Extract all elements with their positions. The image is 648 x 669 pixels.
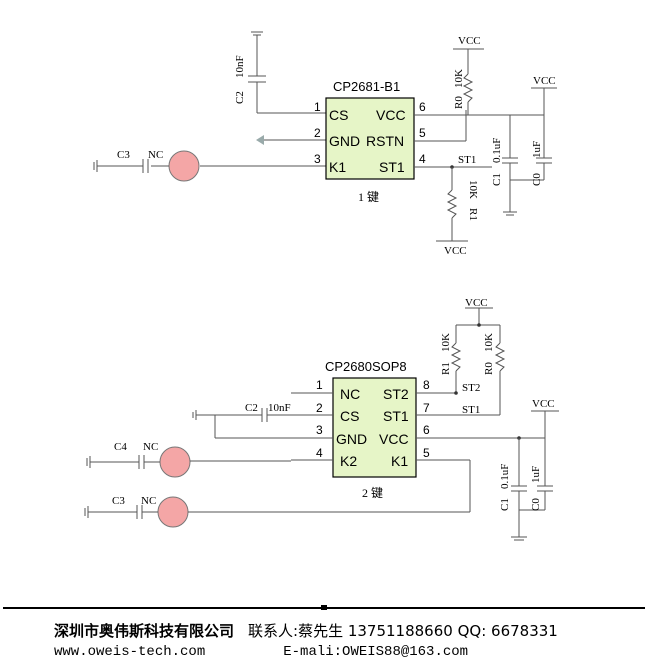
- c1-label-2: C1: [499, 498, 511, 511]
- vcc-right: VCC: [533, 75, 556, 87]
- pin-num: 5: [419, 126, 426, 140]
- pin-name: GND: [336, 431, 367, 447]
- c2-value-2: 10nF: [268, 402, 291, 414]
- c3-label-2: C3: [112, 495, 125, 507]
- touch-pad-k2: [159, 446, 191, 478]
- vcc-r0: VCC: [458, 35, 481, 47]
- vcc-r1: VCC: [444, 245, 467, 257]
- pin-num: 2: [314, 126, 321, 140]
- c3-value: NC: [148, 149, 163, 161]
- st2-net: ST2: [462, 382, 480, 394]
- c2-label-2: C2: [245, 402, 258, 414]
- pin-name: CS: [329, 107, 348, 123]
- c1-value: 0.1uF: [491, 138, 503, 163]
- pin-name: RSTN: [366, 133, 404, 149]
- st1-net: ST1: [458, 154, 476, 166]
- ic-cp2680: [332, 377, 417, 478]
- ic-title-1: CP2681-B1: [333, 79, 400, 94]
- c0-value-2: 1uF: [530, 466, 542, 483]
- c4-value: NC: [143, 441, 158, 453]
- c1-value-2: 0.1uF: [499, 464, 511, 489]
- c3-value-2: NC: [141, 495, 156, 507]
- circuit-2: CP2680SOP8 1 2 3 4 NC CS GND K2 8 7 6 5 …: [84, 297, 559, 541]
- pin-name: CS: [340, 408, 359, 424]
- caption-2: 2 键: [362, 486, 383, 500]
- pin-name: ST2: [383, 386, 409, 402]
- divider-mark: [321, 605, 327, 610]
- c4-label: C4: [114, 441, 127, 453]
- vcc-top: VCC: [465, 297, 488, 309]
- r0-value-2: 10K: [483, 333, 495, 352]
- ic-cp2681: [325, 97, 415, 180]
- pin-num: 3: [316, 423, 323, 437]
- pin-name: NC: [340, 386, 360, 402]
- pin-num: 7: [423, 401, 430, 415]
- r1-label-2: R1: [440, 362, 452, 375]
- pin-num: 2: [316, 401, 323, 415]
- pin-name: ST1: [379, 159, 405, 175]
- pin-name: K1: [329, 159, 346, 175]
- pin-name: K2: [340, 453, 357, 469]
- ground-arrow-icon: [256, 135, 264, 145]
- pin-num: 3: [314, 152, 321, 166]
- touch-pad-k1: [168, 150, 200, 182]
- contact-info: 联系人:蔡先生 13751188660 QQ: 6678331: [248, 622, 558, 640]
- website: www.oweis-tech.com: [54, 644, 206, 660]
- c0-label-2: C0: [530, 498, 542, 511]
- caption-1: 1 键: [358, 190, 379, 204]
- pin-num: 8: [423, 378, 430, 392]
- r0-value: 10K: [453, 69, 465, 88]
- pin-name: K1: [391, 453, 408, 469]
- r0-label-2: R0: [483, 362, 495, 375]
- c0-value: 1uF: [531, 141, 543, 158]
- pin-name: GND: [329, 133, 360, 149]
- r1-label: R1: [467, 208, 479, 221]
- pin-num: 4: [419, 152, 426, 166]
- vcc-right-2: VCC: [532, 398, 555, 410]
- circuit-1: C2 10nF C3 NC CP2681-B1 1 2 3 CS GND K1 …: [93, 31, 557, 257]
- pin-num: 6: [419, 100, 426, 114]
- r0-label: R0: [453, 96, 465, 109]
- pin-num: 6: [423, 423, 430, 437]
- pin-num: 4: [316, 446, 323, 460]
- pin-num: 1: [314, 100, 321, 114]
- pin-name: VCC: [379, 431, 409, 447]
- footer-line-2: www.oweis-tech.com E-mali:OWEIS88@163.com: [54, 644, 648, 660]
- pin-num: 5: [423, 446, 430, 460]
- email: E-mali:OWEIS88@163.com: [283, 644, 469, 660]
- touch-pad-k1-2: [157, 496, 189, 528]
- c2-label: C2: [234, 91, 246, 104]
- pin-name: ST1: [383, 408, 409, 424]
- footer-line-1: 深圳市奥伟斯科技有限公司联系人:蔡先生 13751188660 QQ: 6678…: [54, 620, 648, 641]
- c3-label: C3: [117, 149, 130, 161]
- r1-value: 10K: [467, 180, 479, 199]
- pin-num: 1: [316, 378, 323, 392]
- c1-label: C1: [491, 173, 503, 186]
- c2-value: 10nF: [234, 55, 246, 78]
- c0-label: C0: [531, 173, 543, 186]
- r1-value-2: 10K: [440, 333, 452, 352]
- st1-net-2: ST1: [462, 404, 480, 416]
- ic-title-2: CP2680SOP8: [325, 359, 407, 374]
- company-name: 深圳市奥伟斯科技有限公司: [54, 622, 235, 640]
- pin-name: VCC: [376, 107, 406, 123]
